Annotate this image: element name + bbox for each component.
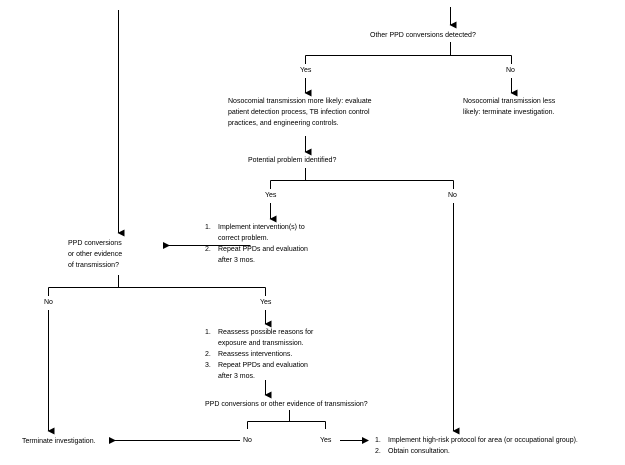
list-item: 1. Implement high-risk protocol for area… <box>375 435 578 446</box>
node-other-ppd-conversions-question: Other PPD conversions detected? <box>370 32 476 39</box>
branch-label-q2-yes: Yes <box>265 192 277 199</box>
branch-label-q4-no: No <box>243 437 252 444</box>
node-terminate-investigation: Terminate investigation. <box>22 438 96 445</box>
node-ppd-conversions-evidence-question: PPD conversions or other evidence of tra… <box>68 240 123 269</box>
list-item: 2. Reassess interventions. <box>205 349 313 360</box>
list-intervention-steps: 1. Implement intervention(s) to correct … <box>205 222 308 266</box>
list-item-text: after 3 mos. <box>218 373 255 380</box>
list-item: 1. Implement intervention(s) to <box>205 222 308 233</box>
list-item-number: 1. <box>205 329 211 336</box>
list-item: 2. Repeat PPDs and evaluation <box>205 244 308 255</box>
list-item-number: 3. <box>205 362 211 369</box>
node-ppd-conversions-evidence-question-2: PPD conversions or other evidence of tra… <box>205 401 368 408</box>
node-nosocomial-less-likely: Nosocomial transmission less likely: ter… <box>463 98 556 116</box>
list-item-text: Reassess interventions. <box>218 351 293 358</box>
node-nosocomial-more-likely: Nosocomial transmission more likely: eva… <box>228 98 372 127</box>
branch-label-q4-yes: Yes <box>320 437 332 444</box>
list-item-number: 1. <box>205 224 211 231</box>
list-item: 2. Obtain consultation. <box>375 446 578 457</box>
list-item-number: 2. <box>375 448 381 455</box>
branch-label-q1-yes: Yes <box>300 67 312 74</box>
list-item-number: 2. <box>205 351 211 358</box>
branch-label-q3-yes: Yes <box>260 299 272 306</box>
list-item-number: 1. <box>375 437 381 444</box>
list-item-text: after 3 mos. <box>218 257 255 264</box>
node-potential-problem-question: Potential problem identified? <box>248 157 337 164</box>
list-item-text: Obtain consultation. <box>388 448 450 455</box>
branch-label-q2-no: No <box>448 192 457 199</box>
list-item-text: Implement high-risk protocol for area (o… <box>388 437 578 444</box>
list-item-text: Repeat PPDs and evaluation <box>218 362 308 369</box>
list-item: 1. Reassess possible reasons for <box>205 327 313 338</box>
branch-label-q3-no: No <box>44 299 53 306</box>
list-item-text: Implement intervention(s) to <box>218 224 305 231</box>
list-item-text: exposure and transmission. <box>218 340 304 347</box>
list-item-text: Repeat PPDs and evaluation <box>218 246 308 253</box>
list-item-number: 2. <box>205 246 211 253</box>
list-item-text: Reassess possible reasons for <box>218 329 314 336</box>
list-high-risk-steps: 1. Implement high-risk protocol for area… <box>375 435 578 457</box>
list-item: 3. Repeat PPDs and evaluation <box>205 360 313 371</box>
list-item-text: correct problem. <box>218 235 269 242</box>
list-reassess-steps: 1. Reassess possible reasons for exposur… <box>205 327 313 382</box>
branch-label-q1-no: No <box>506 67 515 74</box>
